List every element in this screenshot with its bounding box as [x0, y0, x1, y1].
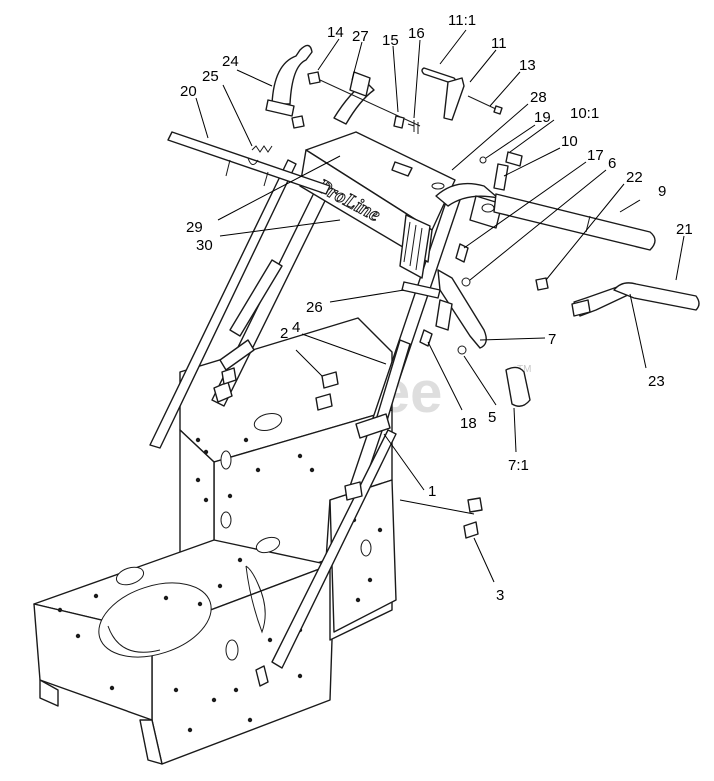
callout-15: 15 — [382, 32, 399, 49]
callout-16: 16 — [408, 25, 425, 42]
callout-24: 24 — [222, 53, 239, 70]
callout-30: 30 — [196, 237, 213, 254]
callout-18: 18 — [460, 415, 477, 432]
chassis-frame — [33, 317, 397, 765]
callout-14: 14 — [327, 24, 344, 41]
callout-2: 2 — [280, 325, 288, 342]
callout-7-1: 7:1 — [508, 457, 529, 474]
callout-27: 27 — [352, 28, 369, 45]
callout-22: 22 — [626, 169, 643, 186]
callout-20: 20 — [180, 83, 197, 100]
callout-29: 29 — [186, 219, 203, 236]
callout-5: 5 — [488, 409, 496, 426]
hardware-parts — [221, 44, 700, 539]
callout-17: 17 — [587, 147, 604, 164]
callout-10-1: 10:1 — [570, 105, 599, 122]
callout-3: 3 — [496, 587, 504, 604]
callout-1: 1 — [428, 483, 436, 500]
callout-21: 21 — [676, 221, 693, 238]
callout-11-1: 11:1 — [448, 12, 476, 29]
callout-23: 23 — [648, 373, 665, 390]
callout-26: 26 — [306, 299, 323, 316]
callout-7: 7 — [548, 331, 556, 348]
callout-28: 28 — [530, 89, 547, 106]
callout-labels: 11:1 14 27 15 16 11 24 13 25 20 28 10:1 … — [180, 12, 693, 604]
callout-9: 9 — [658, 183, 666, 200]
callout-6: 6 — [608, 155, 616, 172]
callout-19: 19 — [534, 109, 551, 126]
watermark-trademark: TM — [517, 364, 531, 375]
callout-4: 4 — [292, 319, 300, 336]
leader-lines — [195, 29, 685, 583]
callout-10: 10 — [561, 133, 578, 150]
callout-11: 11 — [491, 35, 507, 52]
callout-13: 13 — [519, 57, 536, 74]
callout-25: 25 — [202, 68, 219, 85]
